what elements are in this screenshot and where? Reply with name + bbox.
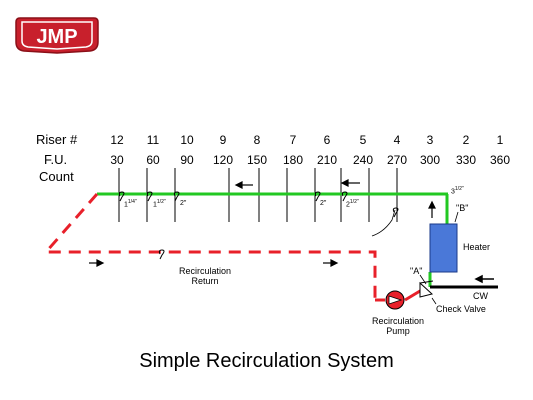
fu-count: 270 (386, 153, 408, 167)
cw-flow-arrow (474, 274, 494, 284)
fu-count: 330 (455, 153, 477, 167)
riser-number: 7 (289, 133, 297, 147)
jmp-logo: JMP (15, 17, 99, 54)
riser-valve-glyphs (118, 191, 399, 260)
check-valve-label: Check Valve (436, 304, 486, 314)
return-pipe (42, 193, 377, 300)
heater-label: Heater (463, 242, 491, 252)
supply-flow-arrows (234, 179, 360, 189)
riser-number: 8 (253, 133, 261, 147)
leader-lines (371, 209, 459, 305)
fu-header: F.U. (44, 152, 68, 167)
diagram-caption: Simple Recirculation System (139, 350, 394, 372)
heater-flow-arrow (428, 200, 436, 218)
count-header: Count (39, 169, 74, 184)
pipe-size-4: 2" (320, 200, 327, 207)
pipe-size-2: 11/2" (153, 199, 166, 209)
return-flow-arrows (89, 259, 339, 267)
riser-number: 4 (393, 133, 401, 147)
riser-header: Riser # (36, 132, 78, 147)
riser-number: 10 (180, 133, 194, 147)
pipe-size-1: 11/4" (124, 199, 137, 209)
pipe-size-5: 21/2" (346, 199, 359, 209)
riser-number: 11 (146, 133, 160, 147)
fu-count: 120 (212, 153, 234, 167)
fu-count: 360 (489, 153, 511, 167)
pipe-size-6: 31/2" (451, 186, 464, 196)
pipe-size-3: 2" (180, 200, 187, 207)
riser-number: 3 (426, 133, 434, 147)
point-a-label: "A" (410, 266, 423, 276)
riser-number: 1 (496, 133, 504, 147)
fu-count: 150 (246, 153, 268, 167)
fu-count: 180 (282, 153, 304, 167)
check-valve (419, 280, 434, 298)
fu-count: 30 (110, 153, 124, 167)
riser-number: 2 (462, 133, 470, 147)
fu-count: 300 (419, 153, 441, 167)
fu-count: 240 (352, 153, 374, 167)
cw-label: CW (473, 291, 488, 301)
fu-count: 90 (180, 153, 194, 167)
riser-number: 12 (110, 133, 124, 147)
point-b-label: "B" (456, 203, 469, 213)
riser-number: 6 (323, 133, 331, 147)
riser-number: 5 (359, 133, 367, 147)
water-heater (429, 223, 458, 273)
riser-number: 9 (219, 133, 227, 147)
recirculation-pump (385, 290, 405, 310)
fu-count: 210 (316, 153, 338, 167)
fu-count: 60 (146, 153, 160, 167)
logo-text: JMP (36, 26, 77, 48)
